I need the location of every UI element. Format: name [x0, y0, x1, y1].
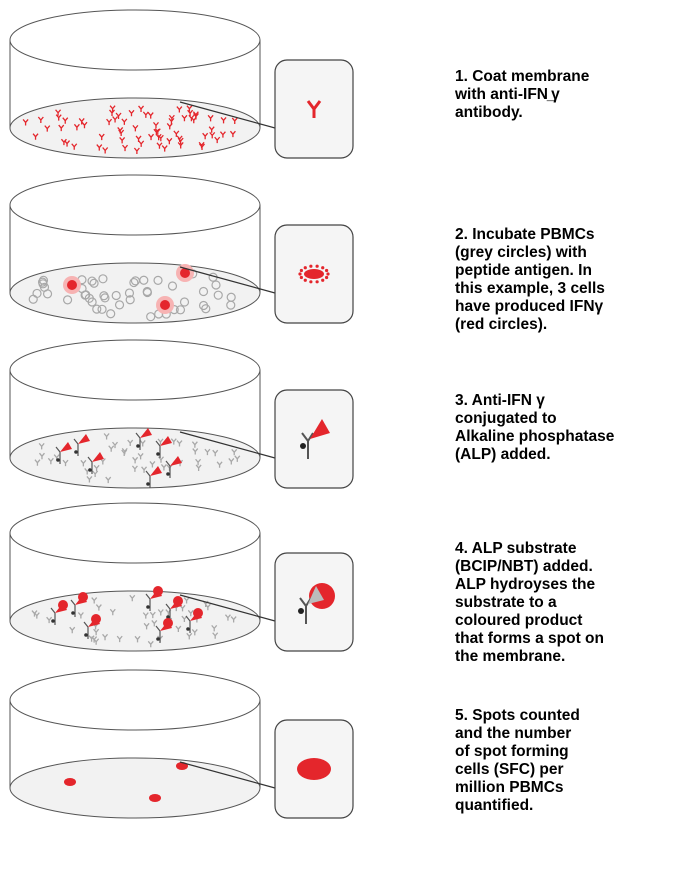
conjugate-dot [136, 444, 140, 448]
cytokine-dot [300, 269, 303, 272]
step-4-text: 4. ALP substrate (BCIP/NBT) added. ALP h… [455, 540, 677, 666]
product-blob [193, 608, 203, 618]
cytokine-dot [304, 266, 307, 269]
inset-box [275, 390, 353, 488]
dish-step-1 [10, 10, 353, 158]
dish-floor [10, 263, 260, 323]
conjugate-dot [146, 605, 150, 609]
conjugate-dot [74, 450, 78, 454]
step-1-text: 1. Coat membrane with anti-IFN ̲γ antibo… [455, 68, 677, 122]
red-spot-icon [297, 758, 331, 780]
product-blob [91, 614, 101, 624]
product-blob [153, 586, 163, 596]
conjugate-dot [166, 472, 170, 476]
dish-rim [10, 10, 260, 70]
cytokine-dot [298, 272, 301, 275]
ifn-producing-cell [67, 280, 77, 290]
conjugate-dot [156, 637, 160, 641]
cytokine-dot [316, 265, 319, 268]
cytokine-dot [309, 280, 312, 283]
conjugate-dot [186, 627, 190, 631]
cytokine-dot [325, 269, 328, 272]
spot [149, 794, 161, 802]
cytokine-cloud-icon [304, 269, 324, 279]
product-blob [173, 596, 183, 606]
conjugate-icon-dot [300, 443, 306, 449]
cytokine-dot [321, 266, 324, 269]
step-5-text: 5. Spots counted and the number of spot … [455, 707, 677, 815]
dish-step-4 [10, 503, 353, 651]
product-blob [58, 600, 68, 610]
dish-floor [10, 591, 260, 651]
spot [64, 778, 76, 786]
product-blob [163, 618, 173, 628]
conjugate-dot [84, 633, 88, 637]
dish-rim [10, 340, 260, 400]
cytokine-dot [304, 279, 307, 282]
dish-rim [10, 175, 260, 235]
cytokine-dot [300, 276, 303, 279]
conjugate-dot [71, 611, 75, 615]
dish-step-2 [10, 175, 353, 323]
step-3-text: 3. Anti-IFN γ conjugated to Alkaline pho… [455, 392, 677, 464]
conjugate-dot [146, 482, 150, 486]
ifn-producing-cell [160, 300, 170, 310]
cytokine-dot [325, 276, 328, 279]
dish-rim [10, 670, 260, 730]
cytokine-dot [316, 280, 319, 283]
dish-step-3 [10, 340, 353, 488]
cytokine-dot [326, 272, 329, 275]
cytokine-dot [309, 265, 312, 268]
product-blob [78, 592, 88, 602]
conjugate-dot [156, 452, 160, 456]
conjugate-icon-dot [298, 608, 304, 614]
conjugate-dot [51, 619, 55, 623]
dish-rim [10, 503, 260, 563]
conjugate-dot [88, 468, 92, 472]
dish-step-5 [10, 670, 353, 818]
dish-floor [10, 758, 260, 818]
cytokine-dot [321, 279, 324, 282]
dish-floor [10, 428, 260, 488]
step-2-text: 2. Incubate PBMCs (grey circles) with pe… [455, 226, 677, 334]
conjugate-dot [56, 458, 60, 462]
